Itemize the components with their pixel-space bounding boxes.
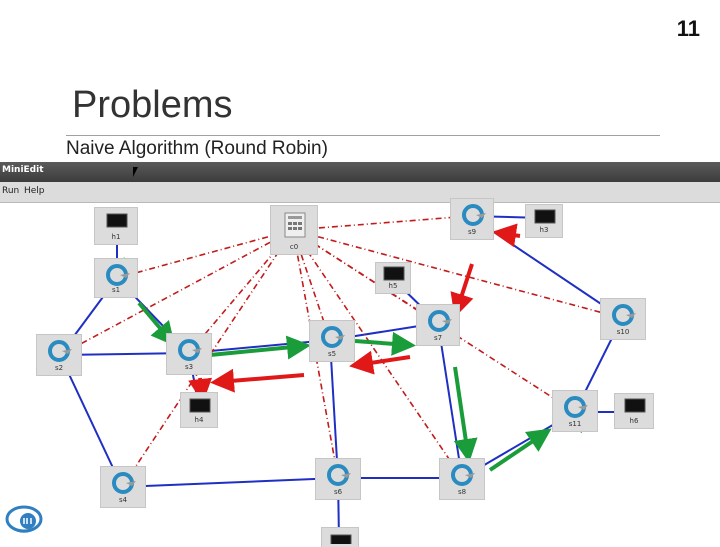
host-h3[interactable]: h3 — [525, 204, 563, 238]
host-h1[interactable]: h1 — [94, 207, 138, 245]
host-partial[interactable] — [321, 527, 359, 547]
window-title: MiniEdit — [2, 165, 44, 175]
switch-icon — [106, 264, 130, 286]
switch-icon — [178, 339, 202, 361]
host-monitor-icon — [330, 534, 352, 544]
switch-icon — [462, 204, 486, 226]
flow-arrows — [113, 223, 596, 472]
switch-icon — [451, 464, 475, 486]
host-monitor-icon — [383, 266, 405, 281]
host-h6[interactable]: h6 — [614, 393, 654, 429]
switch-icon — [321, 326, 345, 348]
university-logo — [5, 505, 43, 533]
host-monitor-icon — [189, 398, 211, 413]
switch-s5[interactable]: s5 — [309, 320, 355, 362]
mouse-cursor-icon — [133, 167, 142, 177]
flow-arrow — [349, 350, 411, 375]
switch-s3[interactable]: s3 — [166, 333, 212, 375]
switch-s2[interactable]: s2 — [36, 334, 82, 376]
switch-s11[interactable]: s11 — [552, 390, 598, 432]
switch-s4[interactable]: s4 — [100, 466, 146, 508]
slide-number: 11 — [676, 16, 700, 41]
switch-icon — [112, 472, 136, 494]
flow-arrow — [450, 263, 474, 318]
switch-s6[interactable]: s6 — [315, 458, 361, 500]
switch-icon — [48, 340, 72, 362]
flow-arrow — [492, 223, 521, 248]
host-monitor-icon — [534, 209, 556, 224]
host-h5[interactable]: h5 — [375, 262, 411, 294]
switch-s7[interactable]: s7 — [416, 304, 460, 346]
controller-c0[interactable]: c0 — [270, 205, 318, 255]
flow-arrow — [209, 335, 311, 360]
switch-icon — [428, 310, 452, 332]
switch-s8[interactable]: s8 — [439, 458, 485, 500]
flow-arrow — [210, 368, 305, 393]
host-monitor-icon — [106, 213, 128, 228]
flow-arrow — [488, 428, 552, 472]
title-divider — [66, 135, 660, 136]
switch-s1[interactable]: s1 — [94, 258, 138, 298]
switch-icon — [327, 464, 351, 486]
menu-bar: Run Help — [0, 182, 720, 203]
switch-s10[interactable]: s10 — [600, 298, 646, 340]
host-monitor-icon — [624, 398, 646, 413]
menu-help[interactable]: Help — [24, 186, 45, 196]
slide-subtitle: Naive Algorithm (Round Robin) — [66, 138, 328, 159]
flow-arrow — [453, 366, 478, 463]
switch-icon — [612, 304, 636, 326]
host-h4[interactable]: h4 — [180, 392, 218, 428]
switch-s9[interactable]: s9 — [450, 198, 494, 240]
flow-arrow — [354, 331, 416, 356]
controller-icon — [284, 212, 306, 238]
flow-arrow — [137, 301, 176, 347]
switch-icon — [564, 396, 588, 418]
window-titlebar: MiniEdit — [0, 162, 720, 182]
slide-title: Problems — [72, 84, 233, 126]
menu-run[interactable]: Run — [2, 186, 20, 196]
